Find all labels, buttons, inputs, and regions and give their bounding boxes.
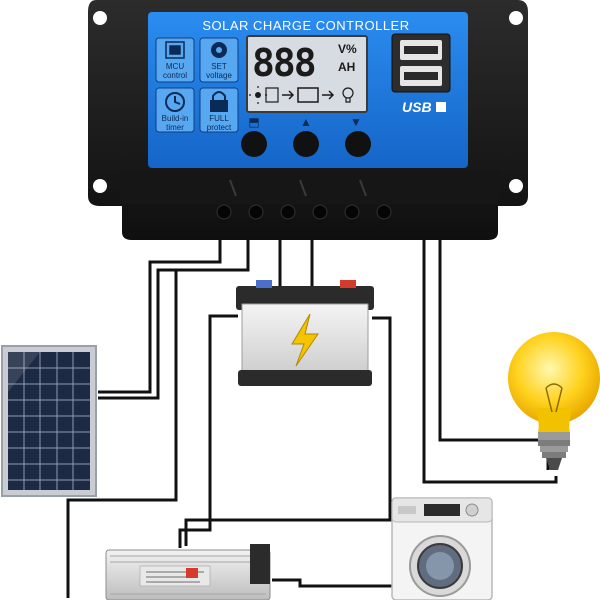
mount-hole [509,11,523,25]
arrow-icon [322,90,335,100]
usb-label: USB [402,99,432,115]
sun-icon [249,86,267,104]
feature-label: SET [211,62,227,71]
menu-button-symbol: ⬒ [248,115,259,129]
menu-button[interactable] [241,131,267,157]
charge-controller: SOLAR CHARGE CONTROLLER MCU control SET … [88,0,528,240]
solar-panel-icon [1,345,97,497]
up-button[interactable] [293,131,319,157]
light-bulb-icon [508,332,600,470]
battery-icon [236,280,374,386]
inverter-icon [105,544,271,601]
lcd-unit-top: V% [338,42,357,56]
terminal-screw [344,204,360,220]
wiring [66,218,558,598]
control-buttons: ⬒ ▲ ▼ [241,115,371,157]
lcd-unit-bottom: AH [338,60,355,74]
terminal-strip [120,170,500,220]
terminal-screw [248,204,264,220]
mount-hole [509,179,523,193]
lock-icon [210,91,228,112]
up-button-symbol: ▲ [300,115,312,129]
feature-label: Build-in [162,114,189,123]
feature-timer: Build-in timer [155,87,195,133]
mount-hole [93,11,107,25]
terminal-screw [376,204,392,220]
feature-label: MCU [166,62,184,71]
terminal-screw [216,204,232,220]
clock-icon [165,92,185,112]
bulb-mini-icon [342,87,354,103]
terminal-screw [280,204,296,220]
lcd-digits: 888 [252,41,315,85]
arrow-icon [282,90,295,100]
feature-label: protect [207,123,232,132]
lcd-flow-icons [249,86,354,104]
battery-mini-icon [297,87,319,103]
terminal-screw [312,204,328,220]
lightning-bolt-icon [291,313,319,367]
feature-full-protect: FULL protect [199,87,239,133]
feature-set-voltage: SET voltage [199,37,239,83]
mount-hole [93,179,107,193]
mcu-chip-icon [165,41,185,59]
feature-label: timer [166,123,184,132]
feature-label: control [163,71,187,80]
usb-ports: USB [391,33,451,115]
usb-symbol-icon [436,102,446,112]
gear-icon [211,42,227,58]
lcd-display: 888 V% AH [246,35,368,113]
controller-title: SOLAR CHARGE CONTROLLER [202,18,409,33]
down-button[interactable] [345,131,371,157]
washing-machine-icon [391,497,493,601]
panel-mini-icon [265,87,279,103]
feature-mcu-control: MCU control [155,37,195,83]
feature-label: FULL [209,114,229,123]
feature-label: voltage [206,71,232,80]
down-button-symbol: ▼ [350,115,362,129]
